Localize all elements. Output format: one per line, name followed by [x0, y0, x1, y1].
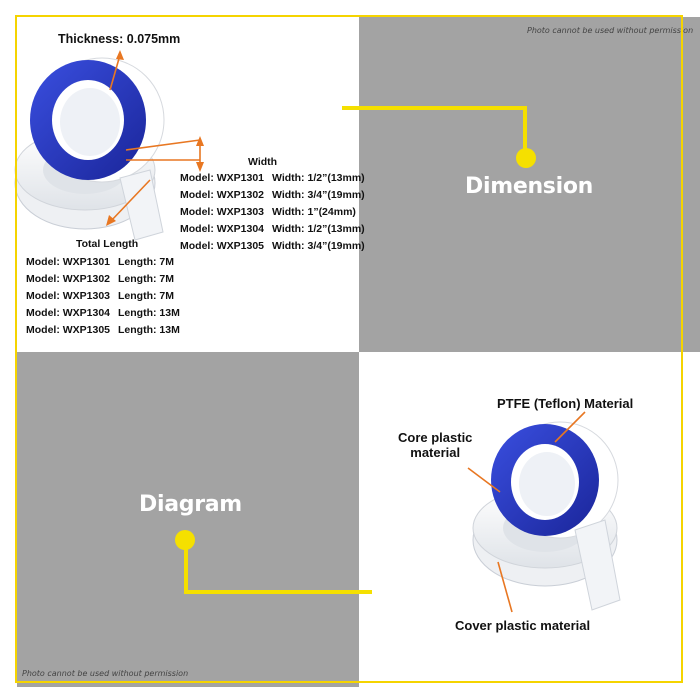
spec-model: Model: WXP1302	[180, 189, 265, 201]
width-spec-row: Model: WXP1304 Width: 1/2”(13mm)	[180, 221, 365, 238]
dimension-arrows	[106, 50, 204, 226]
spec-value: Length: 13M	[118, 324, 180, 336]
spec-model: Model: WXP1302	[26, 273, 111, 285]
spec-value: Length: 13M	[118, 307, 180, 319]
spec-model: Model: WXP1304	[26, 307, 111, 319]
spec-value: Width: 3/4”(19mm)	[272, 240, 365, 252]
spec-value: Width: 1/2”(13mm)	[272, 172, 365, 184]
length-spec-row: Model: WXP1303 Length: 7M	[26, 288, 180, 305]
spec-model: Model: WXP1303	[180, 206, 265, 218]
width-spec-row: Model: WXP1301 Width: 1/2”(13mm)	[180, 170, 365, 187]
length-spec-row: Model: WXP1302 Length: 7M	[26, 271, 180, 288]
length-spec-row: Model: WXP1301 Length: 7M	[26, 254, 180, 271]
cover-plastic-label: Cover plastic material	[455, 618, 591, 633]
dimension-label: Dimension	[465, 174, 594, 199]
spec-value: Length: 7M	[118, 273, 174, 285]
diagram-connector	[175, 530, 372, 594]
spec-value: Width: 3/4”(19mm)	[272, 189, 365, 201]
diagram-tape-roll	[472, 421, 621, 611]
dimension-label-panel	[359, 17, 700, 352]
spec-value: Length: 7M	[118, 290, 174, 302]
spec-model: Model: WXP1305	[26, 324, 111, 336]
length-heading: Total Length	[76, 238, 139, 250]
length-spec-row: Model: WXP1305 Length: 13M	[26, 322, 180, 339]
spec-model: Model: WXP1301	[180, 172, 265, 184]
width-spec-row: Model: WXP1305 Width: 3/4”(19mm)	[180, 238, 365, 255]
core-plastic-label: Core plastic material	[398, 430, 472, 460]
tape-roll-front	[30, 57, 165, 241]
watermark-top: Photo cannot be used without permission	[527, 26, 694, 35]
width-spec-row: Model: WXP1302 Width: 3/4”(19mm)	[180, 187, 365, 204]
diagram-label-panel	[17, 352, 359, 687]
core-plastic-label-line1: Core plastic	[398, 430, 473, 445]
ptfe-material-label: PTFE (Teflon) Material	[497, 396, 634, 411]
diagram-label: Diagram	[139, 492, 242, 517]
spec-value: Width: 1”(24mm)	[272, 206, 356, 218]
spec-model: Model: WXP1305	[180, 240, 265, 252]
spec-model: Model: WXP1301	[26, 256, 111, 268]
spec-model: Model: WXP1304	[180, 223, 265, 235]
spec-value: Width: 1/2”(13mm)	[272, 223, 365, 235]
width-spec-row: Model: WXP1303 Width: 1”(24mm)	[180, 204, 365, 221]
dimension-connector	[342, 106, 536, 168]
length-spec-row: Model: WXP1304 Length: 13M	[26, 305, 180, 322]
spec-model: Model: WXP1303	[26, 290, 111, 302]
core-plastic-label-line2: material	[410, 445, 461, 460]
width-heading: Width	[248, 156, 278, 168]
diagram-arrows	[467, 411, 586, 613]
thickness-label: Thickness: 0.075mm	[58, 32, 181, 46]
watermark-bottom: Photo cannot be used without permission	[22, 669, 189, 678]
spec-value: Length: 7M	[118, 256, 174, 268]
